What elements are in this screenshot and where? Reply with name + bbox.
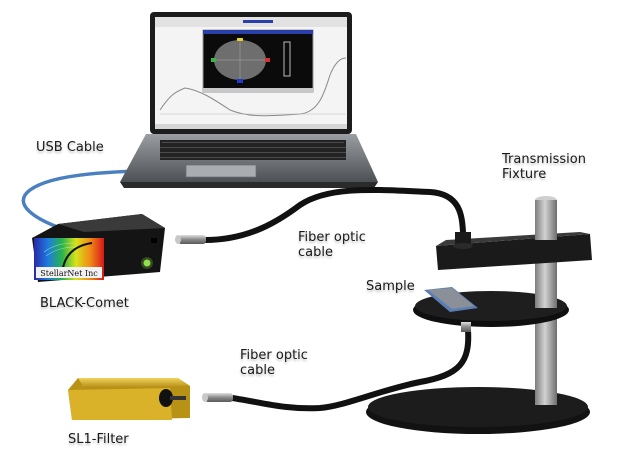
fiber-top-line2: cable (298, 245, 333, 260)
fiber-cable-top (202, 186, 466, 243)
transmission-fixture (366, 196, 592, 434)
black-comet-label: BLACK-Comet (40, 296, 129, 311)
transmission-line2: Fixture (502, 167, 547, 182)
sample-label: Sample (366, 279, 415, 294)
black-comet-spectrometer: StellarNet Inc (32, 214, 165, 282)
fiber-bottom-line2: cable (240, 363, 275, 378)
fiber-connector-top (175, 235, 206, 244)
fiber-bottom-line1: Fiber optic (240, 348, 308, 363)
fiber-optic-cable-top-label: Fiber optic cable (298, 230, 366, 260)
fiber-optic-cable-bottom-label: Fiber optic cable (240, 348, 308, 378)
sl1-filter-label: SL1-Filter (68, 432, 129, 447)
stellarnet-brand-label: StellarNet Inc (40, 269, 98, 278)
usb-cable-label: USB Cable (36, 140, 104, 155)
fiber-connector-bottom (202, 393, 233, 402)
transmission-line1: Transmission (502, 152, 586, 167)
sl1-filter-light-source (68, 378, 190, 420)
transmission-fixture-label: Transmission Fixture (502, 152, 586, 182)
fiber-cable-bottom (229, 327, 472, 412)
fiber-top-line1: Fiber optic (298, 230, 366, 245)
laptop (120, 12, 378, 188)
